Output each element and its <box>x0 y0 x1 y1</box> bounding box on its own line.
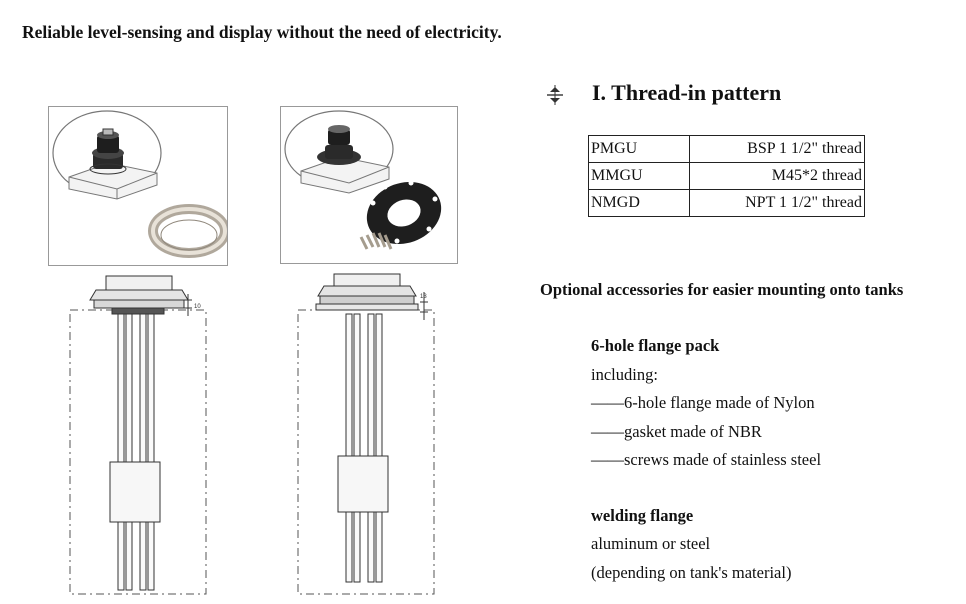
welding-flange-line: (depending on tank's material) <box>591 563 792 582</box>
accessory-photo-ring-nut <box>48 106 230 266</box>
thread-code-cell: MMGU <box>588 162 690 190</box>
thread-table: PMGU BSP 1 1/2" thread MMGU M45*2 thread… <box>588 135 865 217</box>
flange-pack-item: ——gasket made of NBR <box>591 422 762 441</box>
flange-pack-including: including: <box>591 365 658 384</box>
right-dimension-label: 13 <box>420 294 427 300</box>
thread-icon <box>547 85 563 105</box>
page-headline: Reliable level-sensing and display witho… <box>22 22 502 42</box>
flange-pack-item: ——screws made of stainless steel <box>591 450 822 469</box>
flange-pack-item: ——6-hole flange made of Nylon <box>591 393 815 412</box>
left-dimension-label: 10 <box>194 304 201 310</box>
flange-illustration <box>284 110 442 250</box>
table-row: NMGD NPT 1 1/2" thread <box>588 189 865 217</box>
thread-code-cell: PMGU <box>588 135 690 163</box>
ring-nut-illustration <box>52 110 230 258</box>
welding-flange-title: welding flange <box>591 506 694 525</box>
thread-spec-cell: BSP 1 1/2" thread <box>689 135 865 163</box>
welding-flange-line: aluminum or steel <box>591 534 711 553</box>
thread-spec-cell: NPT 1 1/2" thread <box>689 189 865 217</box>
sensor-drawing-left: 10 <box>69 275 207 595</box>
thread-spec-cell: M45*2 thread <box>689 162 865 190</box>
table-row: MMGU M45*2 thread <box>588 162 865 190</box>
table-row: PMGU BSP 1 1/2" thread <box>588 135 865 163</box>
optional-accessories-heading: Optional accessories for easier mounting… <box>540 280 904 299</box>
accessory-photo-flange <box>280 106 458 264</box>
sensor-drawing-right: 13 <box>297 273 435 595</box>
flange-pack-title: 6-hole flange pack <box>591 336 720 355</box>
section-title: I. Thread-in pattern <box>592 80 782 105</box>
thread-code-cell: NMGD <box>588 189 690 217</box>
